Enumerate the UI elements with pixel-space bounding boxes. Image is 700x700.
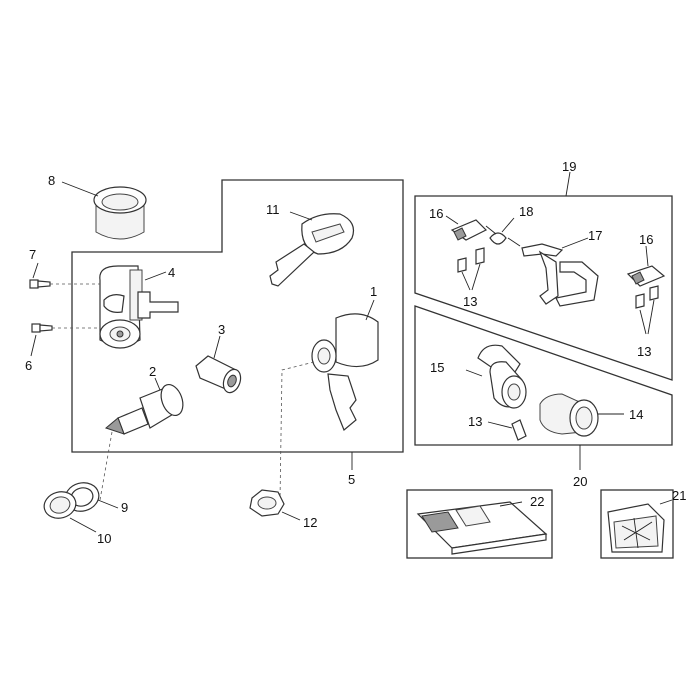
part-22-manual xyxy=(416,501,548,555)
callout-6: 6 xyxy=(25,358,32,373)
part-13-screws-right xyxy=(635,285,659,335)
group-frame-5 xyxy=(71,179,404,453)
callout-11: 11 xyxy=(266,202,280,217)
part-10-ring xyxy=(43,491,97,533)
callout-16-right: 16 xyxy=(639,232,653,247)
part-13-screw-lower xyxy=(487,419,527,441)
manual-box-frame xyxy=(406,489,553,559)
group-frame-20 xyxy=(414,305,673,446)
part-15-lever xyxy=(465,344,527,409)
part-8-bushing xyxy=(61,181,147,240)
callout-13-top: 13 xyxy=(463,294,477,309)
callout-18: 18 xyxy=(519,204,533,219)
callout-10: 10 xyxy=(97,531,111,546)
part-4-lock-body xyxy=(99,265,179,349)
callout-20: 20 xyxy=(573,474,587,489)
callout-1: 1 xyxy=(370,284,377,299)
kit-box-frame xyxy=(600,489,674,559)
callout-7: 7 xyxy=(29,247,36,262)
part-11-key xyxy=(269,211,355,287)
callout-3: 3 xyxy=(218,322,225,337)
callout-4: 4 xyxy=(168,265,175,280)
part-12-nut xyxy=(249,489,301,521)
group-frame-19 xyxy=(414,195,673,381)
callout-21: 21 xyxy=(672,488,686,503)
part-1-lock-with-latch xyxy=(279,299,379,501)
leader-19 xyxy=(565,171,571,197)
callout-22: 22 xyxy=(530,494,544,509)
part-16-clip-right xyxy=(626,245,666,287)
part-6-screw xyxy=(30,323,100,357)
callout-13-right: 13 xyxy=(637,344,651,359)
callout-8: 8 xyxy=(48,173,55,188)
part-18-spring xyxy=(485,217,521,247)
callout-19: 19 xyxy=(562,159,576,174)
callout-13-lower: 13 xyxy=(468,414,482,429)
part-16-clip-left xyxy=(445,215,488,241)
part-3-cylinder xyxy=(195,335,242,394)
part-21-kit-bag xyxy=(607,499,673,553)
callout-5: 5 xyxy=(348,472,355,487)
callout-15: 15 xyxy=(430,360,444,375)
callout-2: 2 xyxy=(149,364,156,379)
callout-9: 9 xyxy=(121,500,128,515)
part-7-screw xyxy=(29,262,100,289)
callout-14: 14 xyxy=(629,407,643,422)
part-17-hook xyxy=(521,237,599,307)
callout-17: 17 xyxy=(588,228,602,243)
part-13-screws-top xyxy=(457,247,485,291)
callout-12: 12 xyxy=(303,515,317,530)
part-2-plunger-lock xyxy=(99,377,184,501)
callout-16-left: 16 xyxy=(429,206,443,221)
part-14-sleeve xyxy=(539,393,624,437)
